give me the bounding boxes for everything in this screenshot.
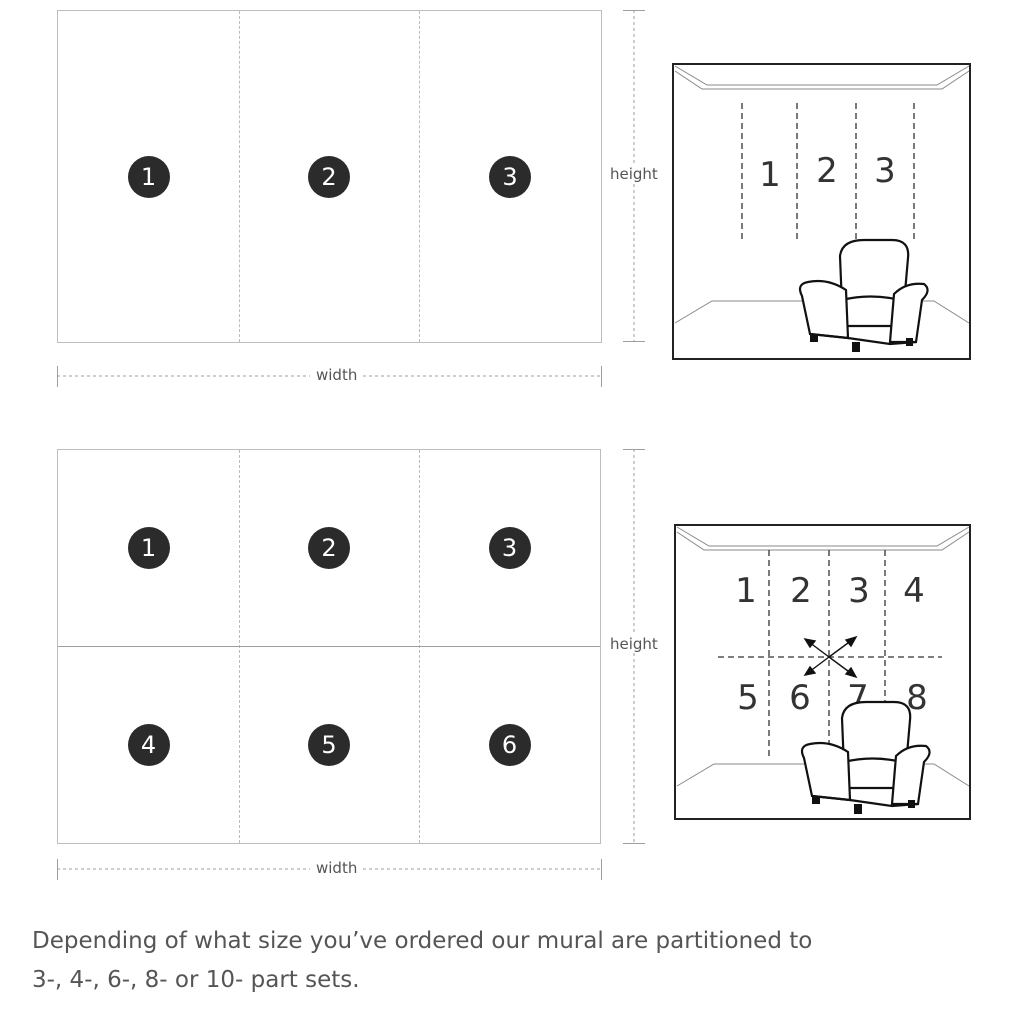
panel-number-badge: 3 — [489, 156, 531, 198]
mural-panel-layout-6: 1 2 3 4 5 6 — [57, 449, 601, 844]
panel-cell: 1 — [58, 11, 239, 342]
room-number: 4 — [903, 571, 925, 611]
room-number: 2 — [790, 571, 812, 611]
panel-cell: 1 — [58, 450, 239, 646]
panel-number-badge: 1 — [128, 156, 170, 198]
room-number: 3 — [874, 151, 896, 191]
height-label: height — [604, 165, 664, 183]
room-number: 2 — [816, 151, 838, 191]
panel-cell: 3 — [419, 11, 601, 342]
caption: Depending of what size you’ve ordered ou… — [32, 922, 992, 1000]
panel-number-badge: 6 — [489, 724, 531, 766]
room-number: 5 — [737, 678, 759, 718]
panel-number-badge: 2 — [308, 527, 350, 569]
panel-cell: 3 — [419, 450, 600, 646]
panel-cell: 6 — [419, 647, 600, 843]
caption-line: 3-, 4-, 6-, 8- or 10- part sets. — [32, 961, 992, 1000]
height-label: height — [604, 635, 664, 653]
room-illustration-3-part: 1 2 3 — [672, 63, 971, 360]
panel-number-badge: 5 — [308, 724, 350, 766]
width-label: width — [310, 859, 363, 877]
room-number: 1 — [735, 571, 757, 611]
room-number: 3 — [848, 571, 870, 611]
caption-line: Depending of what size you’ve ordered ou… — [32, 922, 992, 961]
room-illustration-6-part: 1 2 3 4 5 6 7 8 — [674, 524, 971, 820]
room-number: 6 — [789, 678, 811, 718]
width-label: width — [310, 366, 363, 384]
panel-cell: 2 — [239, 11, 419, 342]
panel-cell: 5 — [239, 647, 419, 843]
panel-number-badge: 3 — [489, 527, 531, 569]
panel-number-badge: 4 — [128, 724, 170, 766]
panel-number-badge: 2 — [308, 156, 350, 198]
mural-panel-layout-3: 1 2 3 — [57, 10, 602, 343]
panel-cell: 4 — [58, 647, 239, 843]
room-number: 1 — [759, 155, 781, 195]
panel-number-badge: 1 — [128, 527, 170, 569]
panel-cell: 2 — [239, 450, 419, 646]
